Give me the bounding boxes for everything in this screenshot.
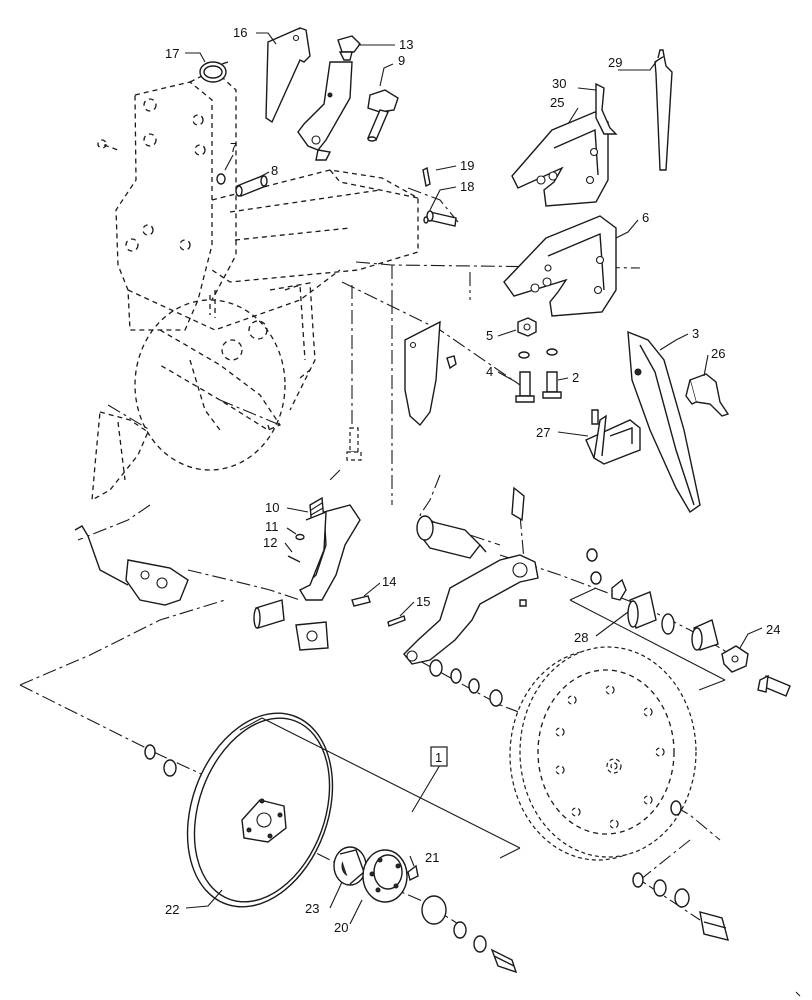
callout-1: 1 xyxy=(435,750,442,765)
wheel-arm-washers xyxy=(429,548,602,707)
callout-28: 28 xyxy=(574,630,588,645)
callout-29: 29 xyxy=(608,55,622,70)
disc-washers xyxy=(144,744,177,777)
part-12-pin xyxy=(287,555,301,563)
part-8-pin xyxy=(235,175,268,197)
callout-30: 30 xyxy=(552,76,566,91)
seed-boot xyxy=(74,525,189,606)
hub-hardware-chain xyxy=(421,895,518,974)
part-19-cotter-pin xyxy=(422,166,431,188)
part-4-bolt xyxy=(515,371,535,403)
part-11-washer xyxy=(295,533,305,541)
callout-26: 26 xyxy=(711,346,725,361)
callout-15: 15 xyxy=(416,594,430,609)
corner-mark xyxy=(795,991,801,997)
assembly-box xyxy=(430,746,448,767)
callout-25: 25 xyxy=(550,95,564,110)
part-27-scraper-holder xyxy=(585,409,641,465)
callout-24: 24 xyxy=(766,622,780,637)
assembly-leader xyxy=(411,764,441,813)
callout-9: 9 xyxy=(398,53,405,68)
part-16-shield-plate xyxy=(265,27,311,124)
pivot-bushing xyxy=(253,599,285,629)
part-28-bushing-kit xyxy=(569,578,726,691)
depth-arm xyxy=(295,504,361,651)
part-29-strap xyxy=(654,49,673,171)
callout-23: 23 xyxy=(305,901,319,916)
part-22-disc-blade xyxy=(186,712,334,908)
callout-6: 6 xyxy=(642,210,649,225)
callout-10: 10 xyxy=(265,500,279,515)
part-15-pin xyxy=(387,615,406,627)
callout-4: 4 xyxy=(486,364,493,379)
part-7-snap-ring xyxy=(216,173,226,185)
callout-13: 13 xyxy=(399,37,413,52)
part-26-clip-bracket xyxy=(685,373,730,417)
part-23-bearing xyxy=(333,846,367,886)
callout-27: 27 xyxy=(536,425,550,440)
callout-11: 11 xyxy=(265,519,279,534)
wheel-bolt xyxy=(757,674,791,697)
part-3-shield-blade xyxy=(627,330,701,514)
wheel-arm-bolt xyxy=(511,486,525,522)
callout-20: 20 xyxy=(334,920,348,935)
callout-18: 18 xyxy=(460,179,474,194)
callout-14: 14 xyxy=(382,574,396,589)
callout-leaders xyxy=(185,32,763,925)
callout-8: 8 xyxy=(271,163,278,178)
part-6-lower-bracket xyxy=(503,215,617,317)
callout-3: 3 xyxy=(692,326,699,341)
callout-2: 2 xyxy=(572,370,579,385)
part-20-hub xyxy=(362,849,408,903)
part-17-clamp-ring xyxy=(199,61,229,83)
part-24-flange xyxy=(721,645,749,673)
callout-17: 17 xyxy=(165,46,179,61)
gauge-wheel xyxy=(509,646,697,861)
scraper-blade xyxy=(404,320,457,427)
callout-22: 22 xyxy=(165,902,179,917)
part-13-latch-handle xyxy=(297,35,361,161)
part-9-tee-pin xyxy=(367,89,399,142)
washer xyxy=(518,348,558,359)
callout-5: 5 xyxy=(486,328,493,343)
part-5-nut xyxy=(517,317,537,337)
callout-19: 19 xyxy=(460,158,474,173)
part-18-clevis-pin xyxy=(423,210,457,227)
gauge-wheel-arm xyxy=(403,554,539,665)
part-30-spring-clip xyxy=(595,82,618,135)
assembly-bracket xyxy=(239,717,521,859)
part-21-grease-fitting xyxy=(407,864,419,882)
callout-12: 12 xyxy=(263,535,277,550)
callout-labels: 1 2 3 4 5 6 7 8 9 10 11 12 13 14 15 16 1… xyxy=(165,25,780,935)
part-25-upper-bracket xyxy=(511,111,609,207)
wheel-arm-cylinder xyxy=(416,515,487,559)
frame-bolt xyxy=(346,427,362,461)
main-frame xyxy=(91,69,419,502)
callout-21: 21 xyxy=(425,850,439,865)
part-14-roll-pin xyxy=(351,595,371,607)
part-2-bolt xyxy=(542,371,562,399)
callout-16: 16 xyxy=(233,25,247,40)
callout-7: 7 xyxy=(230,140,237,155)
wheel-hardware-chain xyxy=(632,872,729,941)
